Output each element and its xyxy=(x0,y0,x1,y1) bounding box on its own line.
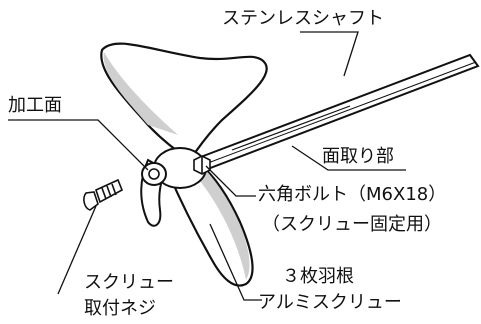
hex-bolt xyxy=(193,155,211,175)
propeller-hub xyxy=(141,147,207,189)
label-hex-bolt-line1: 六角ボルト（M6X18） xyxy=(258,184,447,205)
label-propeller-line2: アルミスクリュー xyxy=(258,292,402,313)
label-screw-line2: 取付ネジ xyxy=(84,298,156,319)
shaft-chamfer xyxy=(231,105,351,151)
label-stainless-shaft: ステンレスシャフト xyxy=(222,8,384,29)
label-hex-bolt-line2: （スクリュー固定用） xyxy=(262,214,442,235)
label-screw-line1: スクリュー xyxy=(84,272,174,293)
lower-blade-shade xyxy=(196,164,250,280)
label-machined-face: 加工面 xyxy=(8,95,62,116)
label-propeller-line1: ３枚羽根 xyxy=(282,266,354,287)
label-chamfer: 面取り部 xyxy=(322,146,394,167)
mounting-screw xyxy=(83,178,124,211)
leader-lines xyxy=(8,31,406,301)
